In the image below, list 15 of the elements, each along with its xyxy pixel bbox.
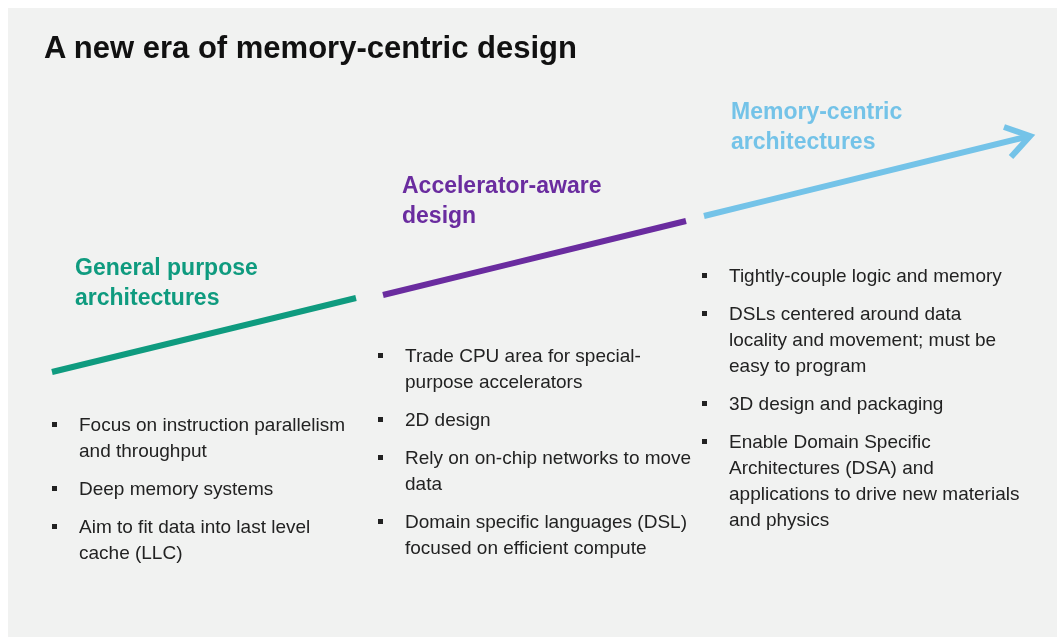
bullet-item: Rely on on-chip networks to move data bbox=[378, 445, 693, 497]
bullet-item: 2D design bbox=[378, 407, 693, 433]
bullet-item: Domain specific languages (DSL) focused on efficient compute bbox=[378, 509, 693, 561]
bullet-item: 3D design and packaging bbox=[702, 391, 1022, 417]
bullet-item: Focus on instruction parallelism and throughput bbox=[52, 412, 362, 464]
bullet-item: Deep memory systems bbox=[52, 476, 362, 502]
bullet-item: Tightly-couple logic and memory bbox=[702, 263, 1022, 289]
phase-heading: Memory-centric architectures bbox=[731, 97, 904, 156]
phase-heading: General purpose architectures bbox=[75, 253, 259, 312]
diagram-title: A new era of memory-centric design bbox=[44, 30, 577, 66]
bullet-item: DSLs centered around data locality and movement; must be easy to program bbox=[702, 301, 1022, 379]
bullet-item: Trade CPU area for special-purpose accelerators bbox=[378, 343, 693, 395]
bullet-item: Aim to fit data into last level cache (LLC) bbox=[52, 514, 362, 566]
bullet-item: Enable Domain Specific Architectures (DSA) and applications to drive new materials and physics bbox=[702, 429, 1022, 533]
phase-heading: Accelerator-aware design bbox=[402, 171, 602, 230]
